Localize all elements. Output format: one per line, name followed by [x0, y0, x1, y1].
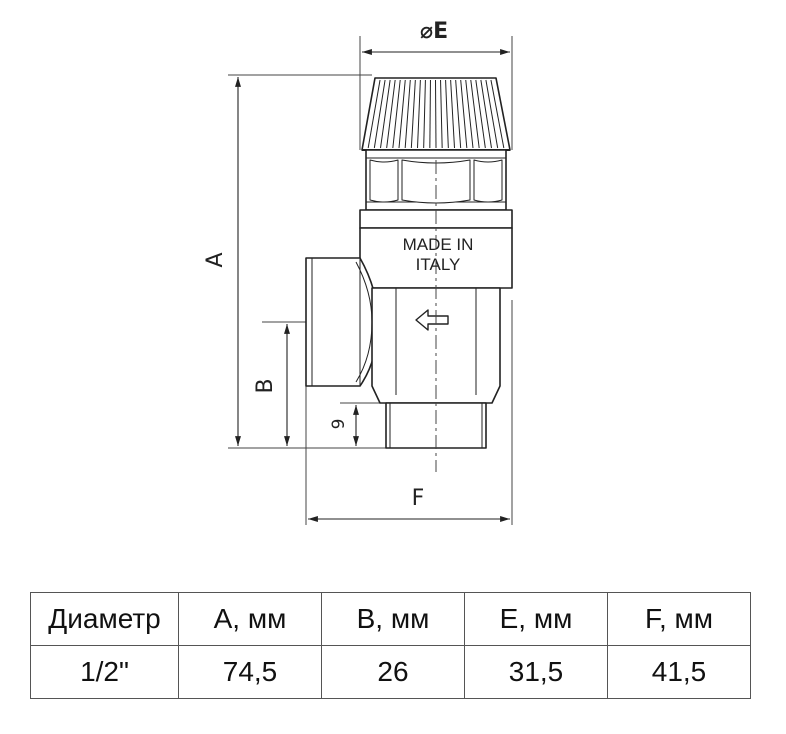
dimension-lines: [235, 49, 510, 522]
knurl-line: [392, 79, 401, 149]
knurl-line: [435, 79, 437, 149]
table-cell: 31,5: [464, 645, 608, 699]
table-header-row: Диаметр A, мм B, мм E, мм F, мм: [30, 592, 751, 646]
dim-label-e: ⌀E: [420, 19, 448, 44]
valve-body: [305, 77, 513, 449]
valve-technical-drawing: ⌀E A B 9 F MADE IN: [203, 19, 513, 525]
knurl-line: [373, 79, 386, 149]
dim-label-a: A: [203, 252, 228, 267]
flow-arrow-icon: [415, 309, 449, 331]
table-cell: 74,5: [178, 645, 322, 699]
knurl-line: [380, 79, 391, 149]
knurl-line: [386, 79, 396, 149]
knurl-line: [465, 79, 474, 149]
header-cell: E, мм: [464, 592, 608, 646]
cap-knurling: [367, 79, 505, 149]
knurl-line: [440, 79, 443, 149]
header-cell: F, мм: [607, 592, 751, 646]
knurl-line: [455, 79, 462, 149]
knurl-line: [485, 79, 499, 149]
dim-label-9: 9: [329, 419, 349, 430]
knurl-line: [490, 79, 505, 149]
dim-label-f: F: [412, 486, 425, 511]
knurl-line: [450, 79, 455, 149]
table-row: 1/2" 74,5 26 31,5 41,5: [30, 645, 751, 699]
knurl-line: [423, 79, 426, 149]
stamp-made-in: MADE IN: [403, 235, 474, 254]
knurl-line: [480, 79, 492, 149]
knurl-line: [367, 79, 381, 149]
header-cell: B, мм: [321, 592, 465, 646]
header-cell: A, мм: [178, 592, 322, 646]
header-cell: Диаметр: [30, 592, 179, 646]
stamp-italy: ITALY: [416, 255, 461, 274]
table-cell: 26: [321, 645, 465, 699]
knurl-line: [410, 79, 416, 149]
knurl-line: [460, 79, 468, 149]
side-port: [305, 257, 379, 387]
dim-label-b: B: [253, 378, 278, 393]
table-cell: 41,5: [607, 645, 751, 699]
dimensions-table: Диаметр A, мм B, мм E, мм F, мм 1/2" 74,…: [30, 592, 751, 699]
table-cell: 1/2": [30, 645, 179, 699]
knurl-line: [398, 79, 406, 149]
knurl-line: [429, 79, 431, 149]
knurl-line: [445, 79, 449, 149]
knurl-line: [475, 79, 486, 149]
knurl-line: [404, 79, 411, 149]
knurl-line: [470, 79, 480, 149]
knurl-line: [417, 79, 421, 149]
